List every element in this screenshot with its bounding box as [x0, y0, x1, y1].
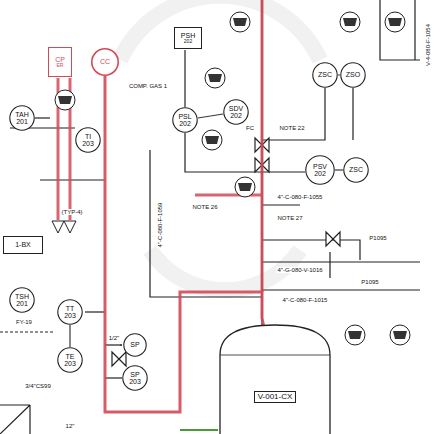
node-subtext: 202 [184, 39, 192, 44]
node-text: PSV [313, 163, 327, 170]
signal-connector [338, 74, 340, 75]
node-text: TSH [15, 293, 29, 300]
tag-label: FY-19 [15, 319, 33, 325]
instrument-bubble: SP203 [122, 365, 148, 391]
node-subtext: 203 [82, 140, 94, 147]
bubble-circle [124, 334, 146, 356]
signal-connector [69, 325, 70, 347]
node-subtext: 202 [314, 170, 326, 177]
instrument-bubble: SP [123, 333, 147, 357]
signal-line [0, 332, 55, 333]
instrument-bubble: TAH201 [9, 105, 35, 131]
tag-label: P1095 [360, 279, 379, 285]
instrument-bubble: SDV202 [223, 99, 249, 125]
highlight-line [58, 0, 262, 292]
node-text: PSH [181, 32, 195, 39]
instrument-bubble: TE203 [57, 347, 83, 373]
instrument-bubble: ZSC [312, 62, 338, 88]
bubble-circle [341, 63, 365, 87]
control-panel-box: CPER [48, 47, 72, 77]
vessel-seam [220, 355, 330, 356]
tag-label: P1095 [368, 235, 387, 241]
bubble-circle [92, 49, 118, 75]
vessel: V-001-CX [220, 325, 330, 434]
instrument-bubble: ZSO [340, 62, 366, 88]
bubble-circle [306, 156, 334, 184]
node-subtext: 203 [129, 378, 141, 385]
note-label: NOTE 22 [278, 125, 305, 131]
node-text: V-001-CX [254, 391, 297, 403]
bubble-circle [313, 63, 337, 87]
node-text: PSL [178, 113, 191, 120]
node-text: TAH [15, 111, 28, 118]
instrument-bubble: TSH201 [9, 287, 35, 313]
pipe-label: 4"-C-080-F-1059 [157, 202, 163, 249]
pipe-label: 4"-G-080-V-1016 [276, 267, 323, 273]
vessel-shell [220, 325, 330, 434]
note-label: NOTE 27 [276, 215, 303, 221]
pipe-label: V-4-080-F-1054 [425, 23, 431, 67]
bubble-circle [76, 128, 100, 152]
instrument-bubble: TT203 [57, 299, 83, 325]
instrument-bubble: ZSC [343, 157, 369, 183]
signal-connector [198, 114, 223, 118]
node-text: SP [130, 371, 139, 378]
instrument-bubble: PSL202 [172, 107, 198, 133]
signal-connector [335, 169, 343, 170]
bubble-circle [123, 366, 147, 390]
size-label: 12" [65, 423, 76, 429]
size-label: 1/2" [108, 335, 120, 341]
bubble-circle [10, 106, 34, 130]
process-lines [0, 0, 420, 434]
bubble-circle [10, 288, 34, 312]
service-label: COMP. GAS 1 [128, 83, 168, 89]
pipe-label: 4"-C-080-F-1055 [277, 194, 324, 200]
node-text: SP [130, 341, 139, 348]
valve-label: FC [245, 125, 255, 131]
bubble-circle [344, 158, 368, 182]
instrument-bubble: CC [91, 48, 119, 76]
note-label: NOTE 26 [191, 204, 218, 210]
node-text: CP [55, 56, 65, 63]
equipment-box: 1-BX [3, 236, 43, 254]
node-subtext: ER [57, 63, 64, 68]
instrument-bubble: PSV202 [305, 155, 335, 185]
node-subtext: 202 [179, 120, 191, 127]
node-text: ZSC [318, 71, 332, 78]
note-label: (TYP-4) [61, 209, 84, 215]
instrument-bubble: TI203 [75, 127, 101, 153]
bubble-circle [58, 300, 82, 324]
node-text: TI [85, 133, 91, 140]
node-text: ZSC [349, 166, 363, 173]
node-text: TT [66, 305, 75, 312]
node-subtext: 201 [16, 118, 28, 125]
node-text: 1-BX [15, 241, 31, 248]
node-subtext: 203 [64, 312, 76, 319]
node-text: ZSO [346, 71, 360, 78]
pipe-label: 4"-C-080-F-1015 [282, 297, 329, 303]
node-subtext: 202 [230, 112, 242, 119]
node-subtext: 203 [64, 360, 76, 367]
instrument-box: PSH202 [174, 27, 202, 49]
node-text: SDV [229, 105, 243, 112]
vessel-outline [220, 325, 330, 434]
bubble-circle [224, 100, 248, 124]
green-line [180, 429, 218, 431]
bubble-circle [58, 348, 82, 372]
interlock-symbol [55, 12, 410, 345]
triangle-symbol [52, 221, 76, 233]
node-text: CC [100, 58, 110, 65]
node-text: TE [66, 353, 75, 360]
node-subtext: 201 [16, 300, 28, 307]
pipe-label: 3/4"CS99 [24, 383, 51, 389]
bubble-circle [173, 108, 197, 132]
